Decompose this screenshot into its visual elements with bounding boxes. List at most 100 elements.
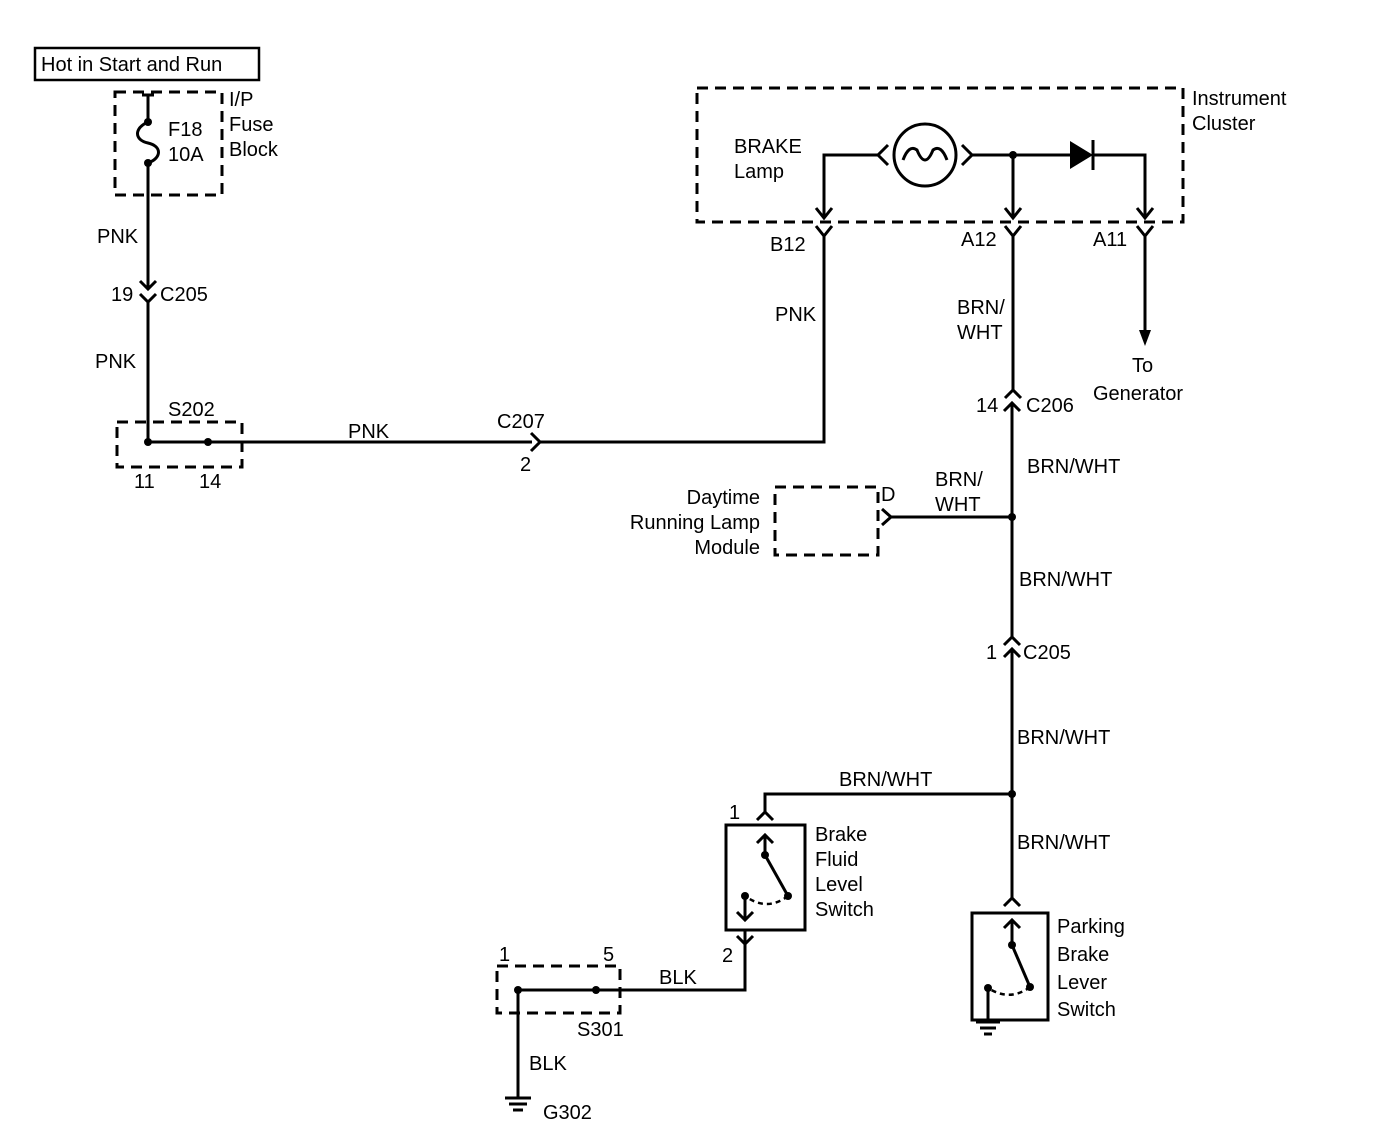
to-generator-line-1: To — [1132, 355, 1153, 377]
wire-color-label-brn-wht: BRN/WHT — [839, 769, 932, 791]
instrument-cluster: Instrument Cluster BRAKE Lamp B12 A12 A1… — [695, 86, 1287, 405]
fuse-symbol — [136, 120, 160, 165]
wire-color-label-blk: BLK — [529, 1053, 567, 1075]
wire-color-label-wht: WHT — [957, 322, 1003, 344]
fluid-switch-pin-2: 2 — [722, 945, 733, 967]
ground-icon — [505, 1096, 531, 1112]
c206-pin-chevron — [1003, 387, 1023, 400]
drl-module-name-line-1: Daytime — [687, 487, 760, 509]
c206-name: C206 — [1026, 395, 1074, 417]
instrument-cluster-outline — [695, 86, 1185, 224]
fluid-switch-name-line-1: Brake — [815, 824, 867, 846]
parking-switch-name-line-4: Switch — [1057, 999, 1116, 1021]
wire-color-label-pnk: PNK — [348, 421, 390, 443]
parking-brake-lever-switch: Parking Brake Lever Switch — [970, 895, 1125, 1036]
fuse-block-name-line-3: Block — [229, 139, 279, 161]
brn-wht-wire-to-fluid-switch — [763, 792, 1012, 812]
c205-upper-pin: 19 — [111, 284, 133, 306]
drl-module-outline — [773, 485, 880, 557]
pnk-wire-c207-to-b12 — [540, 236, 826, 444]
diode-icon — [1070, 141, 1093, 169]
brake-fluid-level-switch: 1 Brake Fluid Level Switch 2 — [722, 802, 874, 967]
c205-upper-pin-chevron — [138, 279, 158, 292]
parking-switch-outline — [970, 911, 1050, 1022]
drl-module: D BRN/ WHT Daytime Running Lamp Module — [630, 469, 1012, 559]
fluid-switch-name-line-3: Level — [815, 874, 863, 896]
b12-socket-chevron — [814, 225, 834, 239]
a12-pin-chevron — [1003, 207, 1023, 221]
fluid-switch-actuator-link — [744, 894, 789, 906]
c207-name: C207 — [497, 411, 545, 433]
splice-s301-node-5 — [592, 986, 600, 994]
fluid-switch-pin1-chevron — [755, 809, 775, 822]
brake-lamp-feed-wire — [822, 153, 879, 218]
power-source: Hot in Start and Run — [33, 46, 261, 82]
splice-s301-pin-5: 5 — [603, 944, 614, 966]
parking-switch-actuator-link — [987, 985, 1031, 996]
drl-pin-d: D — [881, 484, 895, 506]
wire-color-label-pnk: PNK — [97, 226, 139, 248]
brake-lamp-label-line-1: BRAKE — [734, 136, 802, 158]
brake-lamp-label-line-2: Lamp — [734, 161, 784, 183]
wire-color-label-brn-wht: BRN/WHT — [1027, 456, 1120, 478]
fuse-block-name-line-2: Fuse — [229, 114, 273, 136]
splice-s202-pin-11: 11 — [134, 471, 155, 493]
wire-color-label-wht: WHT — [935, 494, 981, 516]
fuse-block-name-line-1: I/P — [229, 89, 253, 111]
fluid-switch-name-line-2: Fluid — [815, 849, 858, 871]
a11-socket-chevron — [1135, 225, 1155, 239]
pin-b12: B12 — [770, 234, 806, 256]
c205-lower-pin: 1 — [986, 642, 997, 664]
to-generator-arrow-icon — [1139, 330, 1151, 346]
instrument-cluster-name-line-2: Cluster — [1192, 113, 1256, 135]
a11-pin-chevron — [1135, 207, 1155, 221]
blk-ground-circuit: BLK 1 5 S301 BLK G302 — [495, 944, 747, 1124]
parking-switch-name-line-2: Brake — [1057, 944, 1109, 966]
splice-s301-name: S301 — [577, 1019, 624, 1041]
fuse-rating: 10A — [168, 144, 204, 166]
fuse-block: F18 10A I/P Fuse Block — [113, 89, 279, 197]
parking-switch-name-line-1: Parking — [1057, 916, 1125, 938]
c207-chevron — [529, 431, 543, 453]
bulb-left-socket — [875, 143, 890, 167]
ground-name: G302 — [543, 1102, 592, 1124]
fuse-id: F18 — [168, 119, 202, 141]
c205-upper-socket-chevron — [138, 292, 158, 305]
splice-s202-outline — [115, 420, 244, 469]
power-source-label: Hot in Start and Run — [41, 54, 222, 76]
fluid-switch-outline — [724, 823, 807, 932]
pin-a12: A12 — [961, 229, 997, 251]
parking-switch-name-line-3: Lever — [1057, 972, 1107, 994]
drl-pin-d-chevron — [881, 507, 894, 527]
wire-color-label-brn-wht: BRN/WHT — [1019, 569, 1112, 591]
c205-lower-pin-chevron — [1002, 634, 1022, 647]
to-generator-line-2: Generator — [1093, 383, 1183, 405]
splice-s301-pin-1: 1 — [499, 944, 510, 966]
c205-upper-name: C205 — [160, 284, 208, 306]
bulb-filament — [901, 146, 949, 162]
brn-wht-circuit: BRN/ WHT 14 C206 BRN/WHT BRN/WHT 1 C205 … — [763, 236, 1120, 898]
fluid-switch-inner-bottom-chevron — [735, 910, 755, 923]
b12-pin-chevron — [814, 207, 834, 221]
splice-s202-name: S202 — [168, 399, 215, 421]
wire-color-label-brn-wht: BRN/WHT — [1017, 727, 1110, 749]
fluid-switch-arm-icon — [763, 854, 790, 897]
wire-color-label-pnk: PNK — [775, 304, 817, 326]
fluid-switch-pin-1: 1 — [729, 802, 740, 824]
c206-pin: 14 — [976, 395, 998, 417]
ground-icon — [976, 1020, 1000, 1036]
wire-color-label-brn-wht: BRN/WHT — [1017, 832, 1110, 854]
cluster-a11-wire — [1093, 153, 1147, 218]
brake-lamp-bulb-icon — [892, 122, 958, 188]
drl-module-name-line-2: Running Lamp — [630, 512, 760, 534]
pnk-circuit: PNK 19 C205 PNK S202 11 14 PNK C207 2 PN… — [95, 163, 826, 493]
c207-pin: 2 — [520, 454, 531, 476]
wire-color-label-pnk: PNK — [95, 351, 137, 373]
a12-socket-chevron — [1003, 225, 1023, 239]
splice-s301-outline — [495, 964, 622, 1015]
c205-lower-name: C205 — [1023, 642, 1071, 664]
wire-color-label-blk: BLK — [659, 967, 697, 989]
drl-module-name-line-3: Module — [694, 537, 760, 559]
pin-a11: A11 — [1093, 229, 1127, 251]
